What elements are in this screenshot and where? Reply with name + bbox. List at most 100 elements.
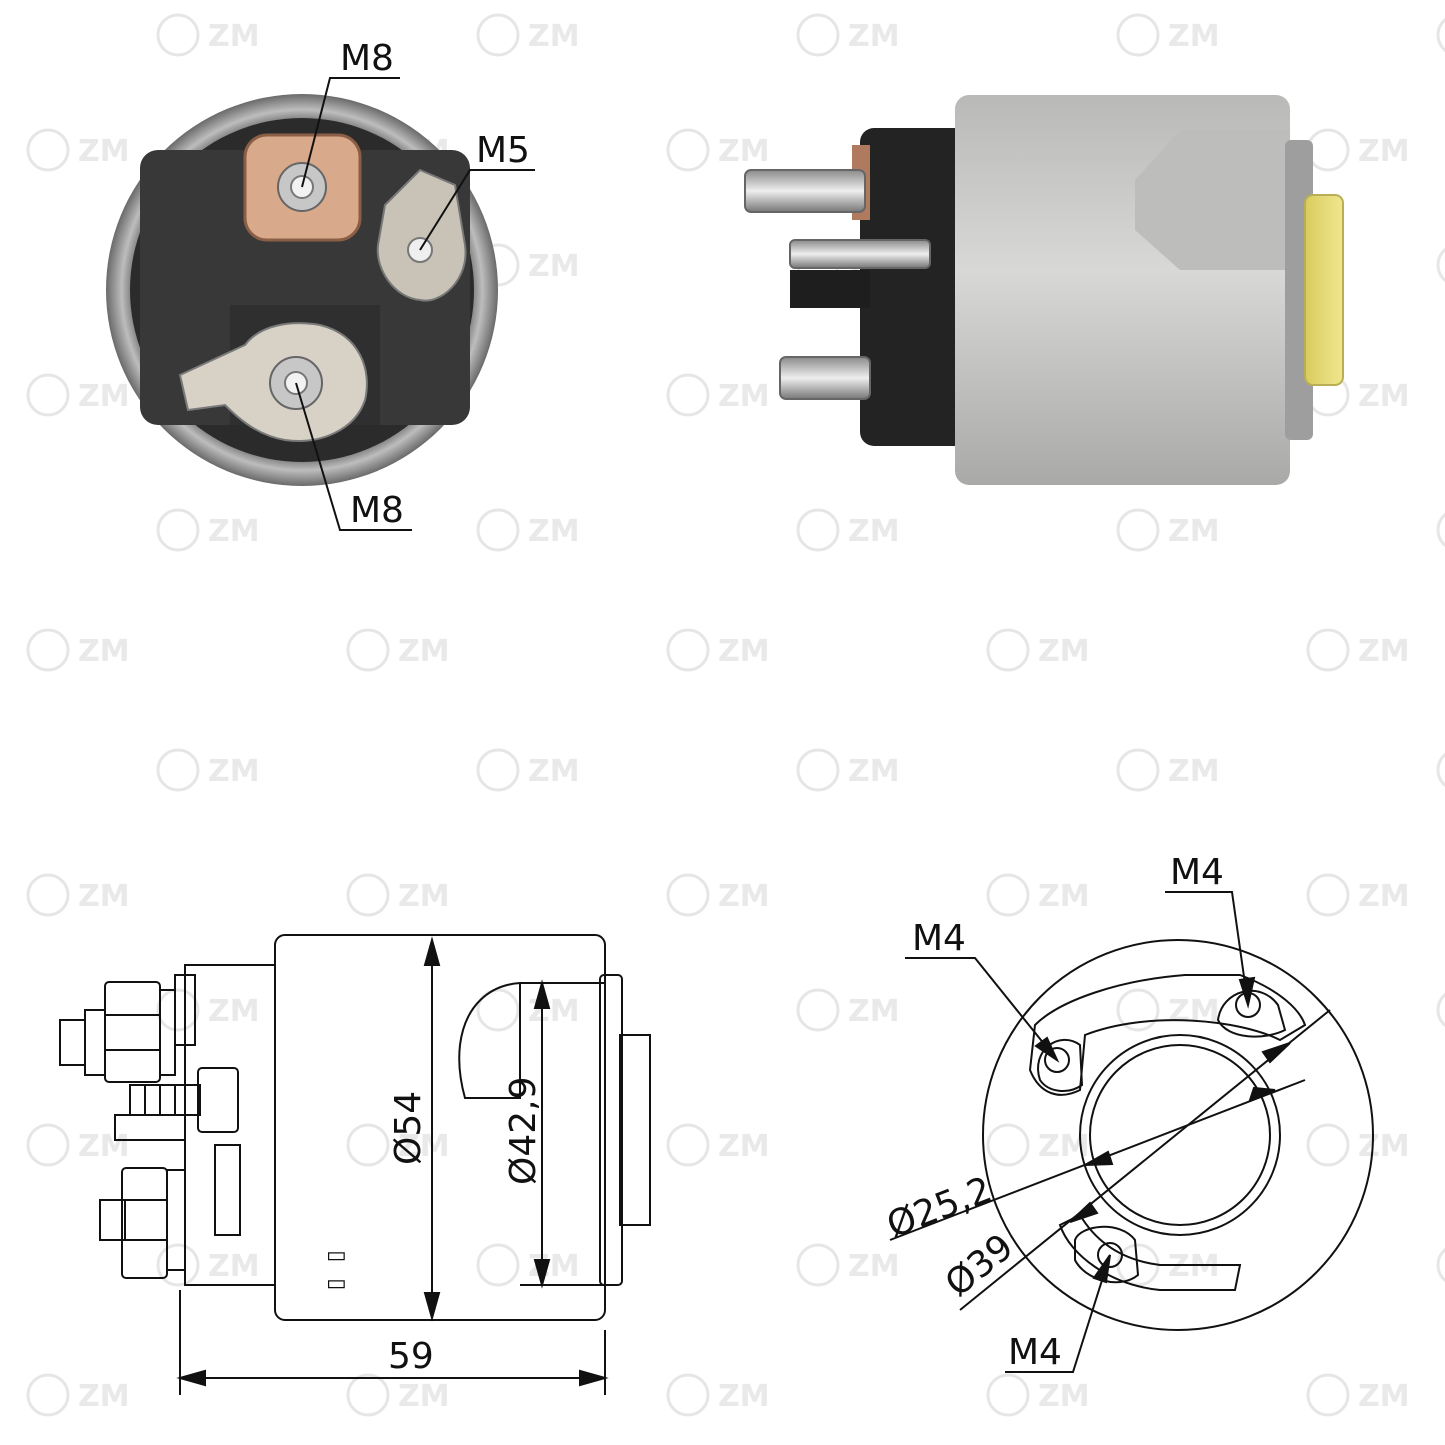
photo-side-view <box>744 95 1344 485</box>
drawn-notch <box>458 981 521 1099</box>
watermark-logo: ZM <box>26 373 130 417</box>
watermark-circle <box>1306 1373 1350 1417</box>
leader-m4-top-right <box>1165 891 1249 1006</box>
bottom-stud <box>779 356 871 400</box>
watermark-circle <box>986 1373 1030 1417</box>
mark-bottom: ▭ <box>326 1271 347 1296</box>
watermark-circle <box>1116 508 1160 552</box>
watermark-text: ZM <box>1168 19 1220 54</box>
watermark-text: ZM <box>398 634 450 669</box>
watermark-circle <box>666 628 710 672</box>
m5-tab <box>376 168 467 302</box>
watermark-text: ZM <box>718 879 770 914</box>
dim-59-arrow-right <box>579 1369 609 1387</box>
leader-top-m8 <box>301 77 400 188</box>
watermark-logo: ZM <box>1436 1247 1445 1283</box>
drawn-top-thread <box>84 1009 106 1076</box>
watermark-circle <box>1306 128 1350 172</box>
dim-59-arrow-left <box>176 1369 206 1387</box>
watermark-text: ZM <box>848 754 900 789</box>
watermark-logo: ZM <box>26 1373 130 1417</box>
watermark-logo: ZM <box>1306 1373 1410 1417</box>
watermark-circle <box>26 873 70 917</box>
bore-inner <box>1089 1044 1271 1226</box>
watermark-text: ZM <box>78 379 130 414</box>
watermark-circle <box>346 873 390 917</box>
drawn-bottom-stud <box>99 1199 126 1241</box>
watermark-text: ZM <box>78 1129 130 1164</box>
watermark-logo: ZM <box>476 13 580 57</box>
watermark-text: ZM <box>1358 134 1410 169</box>
watermark-text: ZM <box>78 879 130 914</box>
drawing-side-view <box>59 934 651 1395</box>
watermark-circle <box>1116 13 1160 57</box>
photo-end-view: M8 M5 M8 <box>106 38 535 531</box>
watermark-circle <box>796 988 840 1032</box>
watermark-logo: ZM <box>156 748 260 792</box>
mark-top: ▭ <box>326 1243 347 1268</box>
watermark-logo: ZM <box>26 873 130 917</box>
watermark-logo: ZM <box>476 243 580 287</box>
watermark-circle <box>156 13 200 57</box>
leader-bottom-m8 <box>295 382 412 531</box>
watermark-text: ZM <box>718 634 770 669</box>
hole-top-right-slot <box>1216 989 1287 1038</box>
watermark-logo: ZM <box>1306 128 1410 172</box>
dim-o429-arrow-top <box>533 979 551 1009</box>
watermark-circle <box>1436 992 1445 1028</box>
drawing-end-view-text: M4 M4 M4 Ø25,2 Ø39 <box>882 852 1224 1373</box>
housing-tab <box>790 270 870 308</box>
dim-o54-label: Ø54 <box>388 1091 429 1165</box>
watermark-logo: ZM <box>476 1243 580 1287</box>
watermark-circle <box>156 1243 200 1287</box>
drawing-end-view <box>889 891 1374 1373</box>
watermark-logo: ZM <box>666 1123 770 1167</box>
watermark-circle <box>666 1373 710 1417</box>
watermark-circle <box>476 1243 520 1287</box>
watermark-logo: ZM <box>666 628 770 672</box>
watermark-circle <box>26 373 70 417</box>
watermark-logo: ZM <box>1436 752 1445 788</box>
watermark-text: ZM <box>208 19 260 54</box>
watermark-circle <box>666 128 710 172</box>
drawn-boss <box>619 1034 651 1226</box>
watermark-circle <box>666 373 710 417</box>
watermark-text: ZM <box>848 514 900 549</box>
watermark-text: ZM <box>848 19 900 54</box>
watermark-circle <box>986 1123 1030 1167</box>
hole-bottom <box>1097 1242 1123 1268</box>
dim-o54-arrow-bottom <box>423 1292 441 1322</box>
label-m4-top-right: M4 <box>1170 852 1224 893</box>
watermark-logo: ZM <box>476 508 580 552</box>
arrow-m4-top-left <box>1034 1036 1060 1063</box>
watermark-logo: ZM <box>476 988 580 1032</box>
watermark-logo: ZM <box>1436 247 1445 283</box>
watermark-logo: ZM <box>1306 873 1410 917</box>
watermark-logo: ZM <box>986 628 1090 672</box>
flange-outline <box>1028 974 1307 1096</box>
watermark-circle <box>1436 752 1445 788</box>
label-m5: M5 <box>476 130 530 171</box>
watermark-circle <box>1116 988 1160 1032</box>
watermark-circle <box>26 1373 70 1417</box>
watermark-logo: ZM <box>156 1243 260 1287</box>
watermark-circle <box>156 508 200 552</box>
watermark-text: ZM <box>208 994 260 1029</box>
watermark-circle <box>26 1123 70 1167</box>
watermark-text: ZM <box>528 994 580 1029</box>
watermark-logo: ZM <box>986 1373 1090 1417</box>
drawn-top-stud <box>59 1019 86 1066</box>
dim-o252-arrow2 <box>1248 1086 1276 1102</box>
watermark-text: ZM <box>848 1249 900 1284</box>
watermark-logo: ZM <box>1436 992 1445 1028</box>
watermark-circle <box>26 628 70 672</box>
label-m4-bottom: M4 <box>1008 1332 1062 1373</box>
watermark-logo: ZM <box>156 508 260 552</box>
watermark-text: ZM <box>398 1129 450 1164</box>
watermark-circle <box>1436 247 1445 283</box>
watermark-circle <box>666 1123 710 1167</box>
watermark-text: ZM <box>848 994 900 1029</box>
body-notch <box>1135 130 1290 270</box>
drawn-mid-stud <box>129 1084 201 1116</box>
